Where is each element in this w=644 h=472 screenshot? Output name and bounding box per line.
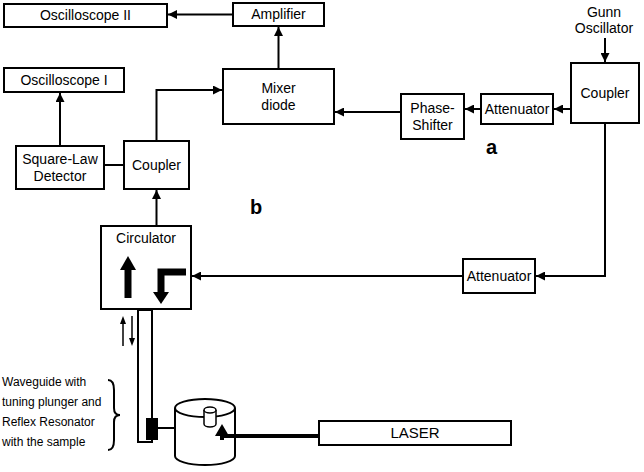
circulator-box: Circulator	[100, 225, 192, 310]
section-letter: b	[250, 196, 262, 219]
tuning-plunger	[146, 418, 158, 440]
attenuator-box: Attenuator	[462, 258, 536, 294]
signal-connector	[465, 108, 480, 110]
oscilloscope-box: Oscilloscope II	[3, 3, 168, 28]
bracket	[108, 380, 120, 450]
signal-connector	[156, 190, 158, 225]
node-text: Mixer diode	[249, 80, 309, 112]
signal-connector	[59, 93, 61, 145]
coupler-box: Coupler	[123, 140, 190, 190]
sample	[204, 407, 216, 427]
signal-connector	[168, 14, 232, 16]
node-text: Square-Law Detector	[19, 151, 101, 183]
callout-note: Waveguide with tuning plunger and Reflex…	[2, 372, 106, 452]
node-text: Oscilloscope II	[40, 7, 131, 23]
section-letter: a	[486, 136, 497, 159]
signal-connector	[604, 38, 606, 62]
circulator-symbol	[120, 256, 186, 304]
oscilloscope-box: Oscilloscope I	[3, 67, 125, 93]
laser-box: LASER	[318, 420, 512, 446]
signal-connector	[536, 124, 605, 276]
signal-connector	[105, 164, 123, 166]
coupler-box: Coupler	[570, 62, 640, 124]
node-text: Phase-Shifter	[404, 100, 461, 132]
oscillator-source: Gunn Oscillator	[566, 2, 642, 38]
node-text: Coupler	[132, 157, 181, 173]
mixer-box: Mixer diode	[222, 68, 335, 125]
signal-connector	[335, 111, 400, 113]
laser-beam	[215, 424, 318, 440]
detector-box: Square-Law Detector	[15, 145, 105, 190]
signal-connector	[192, 275, 462, 277]
phase-shifter-box: Phase-Shifter	[400, 93, 465, 140]
node-text: Attenuator	[485, 101, 550, 117]
node-text: Attenuator	[467, 268, 532, 284]
node-text: Circulator	[116, 230, 176, 246]
node-text: LASER	[390, 424, 439, 441]
node-text: Oscilloscope I	[20, 72, 107, 88]
node-text: Gunn Oscillator	[570, 4, 638, 36]
attenuator-box: Attenuator	[480, 93, 554, 125]
signal-connector	[278, 27, 280, 68]
reflex-resonator	[158, 399, 235, 465]
amplifier-box: Amplifier	[232, 2, 325, 27]
signal-connector	[157, 90, 223, 140]
signal-connector	[554, 108, 570, 110]
node-text: Coupler	[580, 85, 629, 101]
node-text: Amplifier	[251, 6, 305, 22]
wave-direction-arrows	[120, 316, 135, 346]
